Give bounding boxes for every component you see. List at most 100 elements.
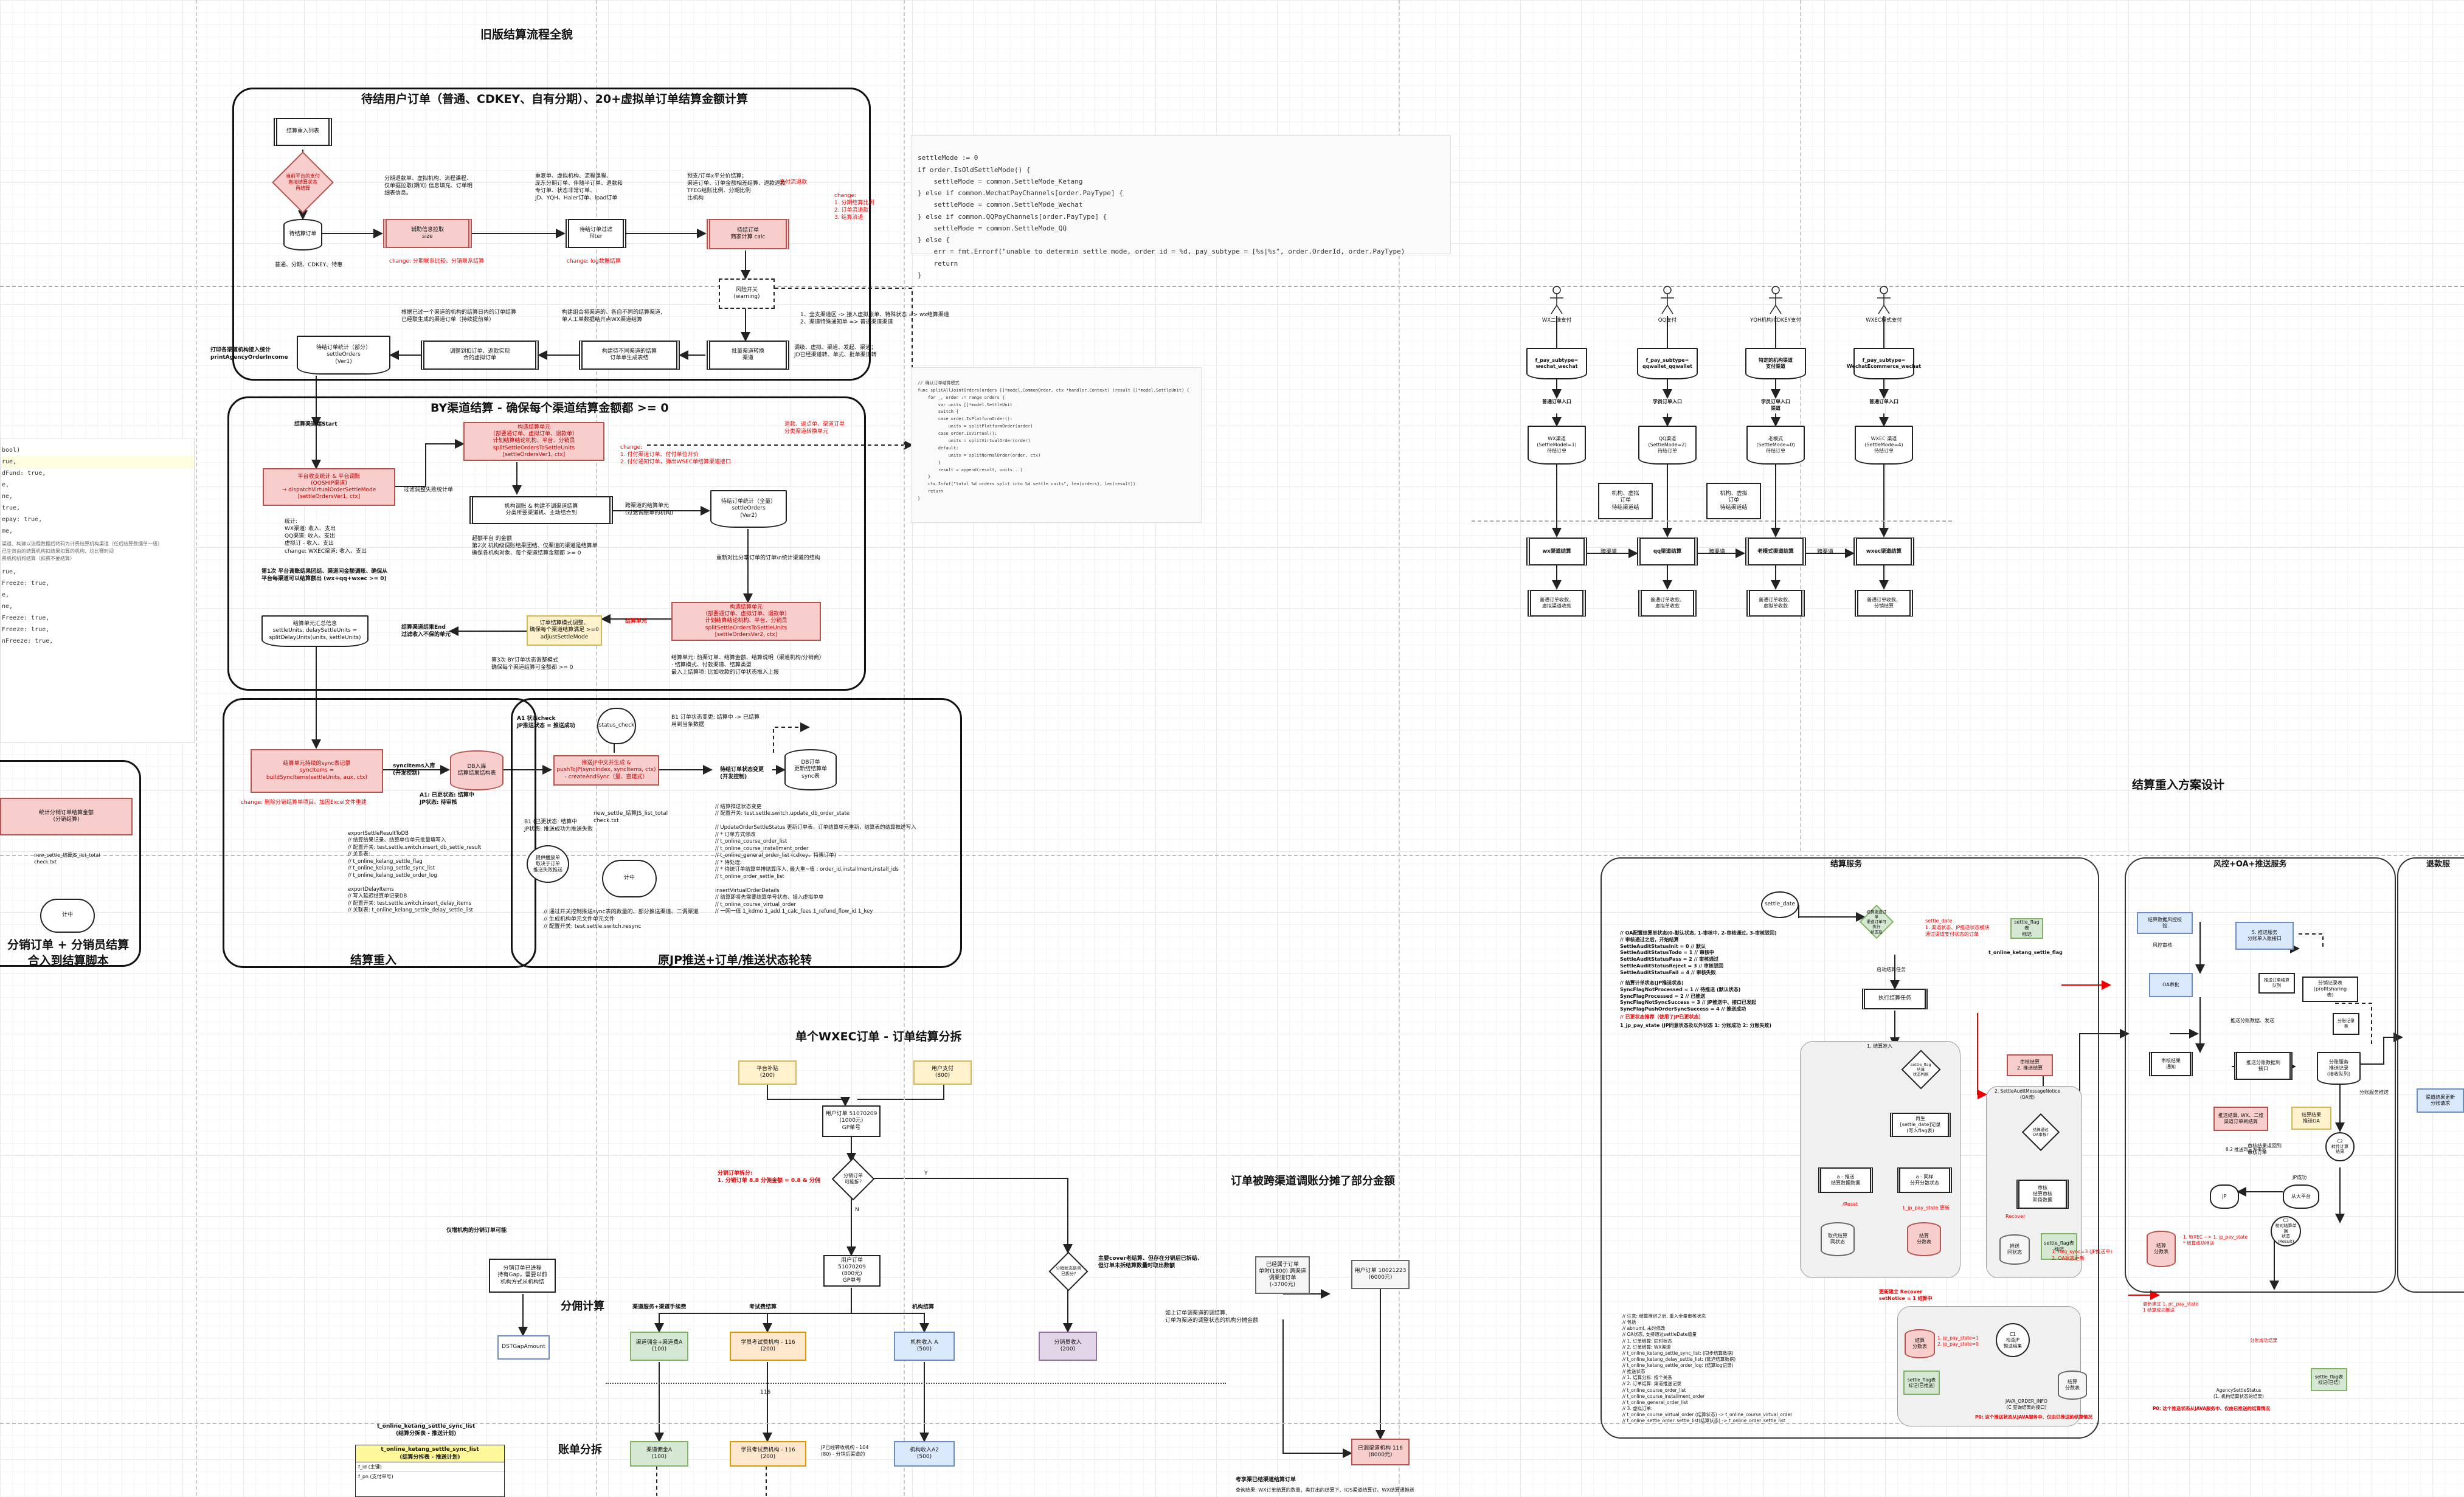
persist-red-note: change: 删除分销结算单项目、加固Excel文件重建 bbox=[241, 800, 367, 806]
bot-label: JAVA_ORDER_INFO (C 查询结果的接口) bbox=[2005, 1398, 2047, 1411]
risk-flag-box[interactable]: settle_flag表 标记(已结) bbox=[2311, 1368, 2347, 1391]
build-units-box[interactable]: 构造结算单元 （部要通订单、虚拟订单、退款单） 计划结算结论机构、平台、分销员 … bbox=[463, 422, 604, 461]
rebuild-units-box[interactable]: 构造结算单元 （部要通订单、虚拟订单、退款单） 计划结算结论机构、平台、分销员 … bbox=[671, 602, 821, 641]
channel-fee-box[interactable]: 渠道佣金+渠道费A (100) bbox=[630, 1332, 688, 1361]
old-flow-title: 旧版结算流程全貌 bbox=[480, 28, 573, 41]
no-label: N bbox=[855, 1207, 859, 1213]
dist-gap-box[interactable]: 分销订单已进程 持有Gap，需要以前 机构方式从机构结 bbox=[489, 1259, 556, 1293]
exec-task-box[interactable]: 执行结算任务 bbox=[1862, 989, 1928, 1009]
reentry-list-notes: // 注意: 结算推迟之后, 重入全量审核状态 // 包括 // abnuml,… bbox=[1622, 1313, 1793, 1424]
adjust-virtual-note: 根据已过一个渠道的机构的结算日内的订单结算 已经联生成的渠道订单（持续提前单） bbox=[401, 309, 517, 323]
mid-note-1: 机构、虚拟 订单 待结渠道结 bbox=[1598, 483, 1653, 519]
actor-icon bbox=[1767, 286, 1785, 315]
audit-notice-box[interactable]: 审核结果 通知 bbox=[2149, 1052, 2193, 1076]
channel-convert-box[interactable]: 批量渠道转换 渠道 bbox=[707, 341, 789, 370]
settle-units-doc: 结算单元汇总信息 settleUnits, delaySettleUnits =… bbox=[261, 615, 369, 647]
audit-stage-box[interactable]: 审核 结算审核 阶段数据 bbox=[2016, 1180, 2069, 1209]
user-pay-box[interactable]: 用户支付 (800) bbox=[913, 1060, 972, 1085]
bill-agency-box[interactable]: 机构收入A2 (500) bbox=[894, 1441, 955, 1467]
stats-filter-label: 过滤调整失败统计单 bbox=[404, 487, 454, 493]
left-code-line: ne, bbox=[2, 493, 13, 500]
persist-sync-box[interactable]: 结算单元持续的sync表记录 syncItems = buildSyncItem… bbox=[251, 749, 383, 793]
flag-write-box[interactable]: 再生 [settle_date]记录 (写入flag表) bbox=[1890, 1113, 1951, 1137]
sync-info-box[interactable]: 辅助信息拉取 size bbox=[383, 219, 472, 248]
frame1-note1: 分期退款单、虚拟机构、流程课程、 仅单据拉取(期间) 信息填充、订单明 细表信息… bbox=[384, 176, 472, 197]
user-order-2-box[interactable]: 用户订单 51070209 (800元) GP单号 bbox=[823, 1255, 881, 1287]
oa-push-box[interactable]: 结算结果 推送OA bbox=[2291, 1107, 2331, 1130]
flag-mark-box[interactable]: settle_flag表 标记 bbox=[2041, 1233, 2077, 1260]
channel-settle-box[interactable]: wxec渠道结算 bbox=[1853, 538, 1914, 565]
code-line: // 确认订单结算模式 bbox=[918, 380, 960, 385]
channel-settle-box[interactable]: wx渠道结算 bbox=[1526, 538, 1587, 565]
left-code-line: e, bbox=[2, 592, 10, 598]
same-split-box[interactable]: a - 同样 分开分散状态 bbox=[1897, 1167, 1952, 1193]
agency-adjust-box[interactable]: 机构调账 & 构建不调渠道结算 分类所要渠道机、主动结合到 bbox=[469, 496, 613, 524]
jp-cloud: JP bbox=[2210, 1184, 2239, 1209]
split-record-box: 分账记录表 bbox=[2333, 1013, 2359, 1035]
queue-record-doc: 分账服务 推送记录 (接收队列) bbox=[2317, 1052, 2361, 1085]
dist-settle-box[interactable]: 统计分销订单结算金额 (分销结算) bbox=[0, 798, 133, 835]
sync-params: // 结算计单状态(JP推送状态) SyncFlagNotProcessed =… bbox=[1620, 980, 1757, 1012]
left-code-line: true, bbox=[2, 505, 21, 511]
flag-table-box[interactable]: settle_flag表 标记 bbox=[2010, 918, 2043, 939]
verify-circle: C3 校对结算单据 状态(Result) bbox=[2271, 1216, 2301, 1246]
group-jp-result bbox=[1897, 1306, 2081, 1426]
pending-doc: 老模式 (SettleMode=0) 待结订单 bbox=[1746, 426, 1805, 465]
bill-exam-box[interactable]: 学员考试费机构 - 116 (200) bbox=[730, 1441, 806, 1467]
risk-db: 结算 分数表 bbox=[2147, 1231, 2176, 1267]
code-line: case order.IsVirtual(): bbox=[918, 431, 997, 437]
push-jp-box[interactable]: 推送JP中文并生成 & pushToJP(syncIndex, syncItem… bbox=[553, 755, 659, 786]
left-code-panel: bool) rue, dFund: true, e, ne, true, epa… bbox=[0, 438, 195, 743]
build-channel-box[interactable]: 构建待不同渠道的结算 订单单生成表结 bbox=[579, 341, 680, 370]
adjust-mode-box[interactable]: 订单结算模式调整、 确保每个渠道结算满足 >=0 adjustSettleMod… bbox=[527, 615, 602, 646]
transfer-label: 跨渠道 bbox=[1709, 549, 1726, 555]
computing-cloud: 计中 bbox=[602, 860, 657, 897]
jp-check-circle[interactable]: C1 检查JP 推送结果 bbox=[1996, 1323, 2030, 1357]
transfer-label: 跨渠道 bbox=[1601, 549, 1618, 555]
adjust-box-2[interactable]: 用户订单 10021223 (6000元) bbox=[1351, 1260, 1410, 1289]
settle-date-circle: settle_date bbox=[1761, 891, 1799, 918]
section-divider bbox=[0, 855, 2464, 856]
platform-adjust-box[interactable]: 平台收支统计 & 平台调账 (QOSHIP渠道) → dispatchVirtu… bbox=[263, 468, 395, 506]
jp-state-params: 1_jp_pay_state (JP同意状态及以外状态 1: 分账成功 2: 分… bbox=[1620, 1023, 1771, 1028]
channel-c-label: 机构结算 bbox=[912, 1304, 935, 1310]
push-split-box[interactable]: 推送分账数据到 接口 bbox=[2234, 1052, 2293, 1080]
oa-approval-box[interactable]: OA审批 bbox=[2149, 973, 2193, 997]
audit-push-box[interactable]: 审核结算 2. 推送结算 bbox=[2007, 1054, 2053, 1076]
channel-settle-box[interactable]: 老模式渠道结算 bbox=[1745, 538, 1806, 565]
mid-row2-note: 跨渠道的结算单元 (过渡调账单的机构) bbox=[625, 503, 674, 517]
user-order-box[interactable]: 用户订单 51070209 (1000元) GP单号 bbox=[822, 1105, 881, 1137]
distributor-income-box[interactable]: 分销员收入 (200) bbox=[1039, 1332, 1097, 1361]
risk-check-box[interactable]: 结算数据风控校 验 bbox=[2137, 912, 2193, 934]
channel-update-box[interactable]: 推送结算, WX、二维 渠道订单到结算 bbox=[2213, 1107, 2268, 1131]
adjust-box-3[interactable]: 已调渠道机构 116 (8000元) bbox=[1351, 1439, 1410, 1465]
filter-box[interactable]: 待结订单过滤 filter bbox=[566, 219, 626, 248]
grid-divider bbox=[596, 0, 597, 1496]
bot-flag-box[interactable]: settle_flag表 标记(已推送) bbox=[1903, 1371, 1940, 1395]
code-line: default: bbox=[918, 445, 959, 451]
push-queue-box: 推送订单结算 队列 bbox=[2258, 973, 2295, 994]
frame1-title: 待结用户订单（普通、CDKEY、自有分期）、20+虚拟单订单结算金额计算 bbox=[361, 92, 749, 106]
gap-amount-box[interactable]: DSTGapAmount bbox=[497, 1335, 550, 1360]
adjust-virtual-box[interactable]: 调整到扣订单、返款实现 合的虚拟订单 bbox=[421, 341, 539, 370]
push-data-box[interactable]: a - 推送 结算数据数据 bbox=[1818, 1167, 1873, 1193]
push-service-box[interactable]: 5. 推送服务 分账单入账接口 bbox=[2235, 922, 2294, 950]
calc-box[interactable]: 待结订单 商家计算 calc bbox=[707, 219, 789, 249]
exam-fee-box[interactable]: 学员考试费机构 - 116 (200) bbox=[730, 1332, 806, 1361]
bill-channel-box[interactable]: 渠道佣金A (100) bbox=[630, 1441, 688, 1467]
agency-income-box[interactable]: 机构收入 A (500) bbox=[894, 1332, 955, 1361]
pending-doc: QQ渠道 (SettleMode=2) 待结订单 bbox=[1638, 426, 1697, 465]
channel-settle-box[interactable]: qq渠道结算 bbox=[1637, 538, 1698, 565]
frame4-title: 原JP推送+订单/推送状态轮转 bbox=[658, 953, 812, 967]
channel-update-request[interactable]: 渠道结果更新 分账请求 bbox=[2417, 1088, 2464, 1113]
reentry-list-box[interactable]: 结算重入列表 bbox=[274, 118, 332, 146]
profit-record-box[interactable]: 分销记录表 (profitsharing 表) bbox=[2302, 977, 2358, 1002]
sync-table-row: f_pn (支付单号) bbox=[358, 1474, 393, 1479]
adjust-box-1[interactable]: 已经属于订单 单时(1800) 跨渠道 调渠道订单 (-3700元) bbox=[1255, 1256, 1310, 1294]
agency-status-label: AgencySettleStatus (1. 机构结算状态的结果) bbox=[2213, 1388, 2264, 1400]
risk-switch-box[interactable]: 风险开关 (warning) bbox=[719, 278, 775, 309]
section-divider bbox=[0, 1423, 2464, 1424]
platform-subsidy-box[interactable]: 平台补贴 (200) bbox=[738, 1060, 797, 1085]
income-box: 普通订单收款、 虚拟单收款 bbox=[1638, 590, 1697, 617]
adjust-footer: 考享渠已结渠道结算订单 bbox=[1236, 1477, 1296, 1483]
